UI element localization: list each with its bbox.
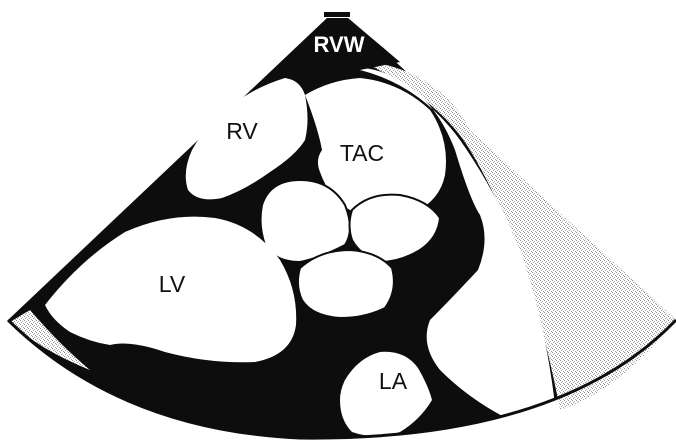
label-rv: RV — [226, 118, 258, 144]
label-la: LA — [379, 368, 408, 394]
aortic-cusp-bottom — [298, 250, 394, 318]
label-lv: LV — [159, 271, 186, 297]
label-tac: TAC — [340, 140, 384, 166]
transducer-marker — [324, 12, 350, 17]
label-rvw: RVW — [314, 32, 365, 57]
